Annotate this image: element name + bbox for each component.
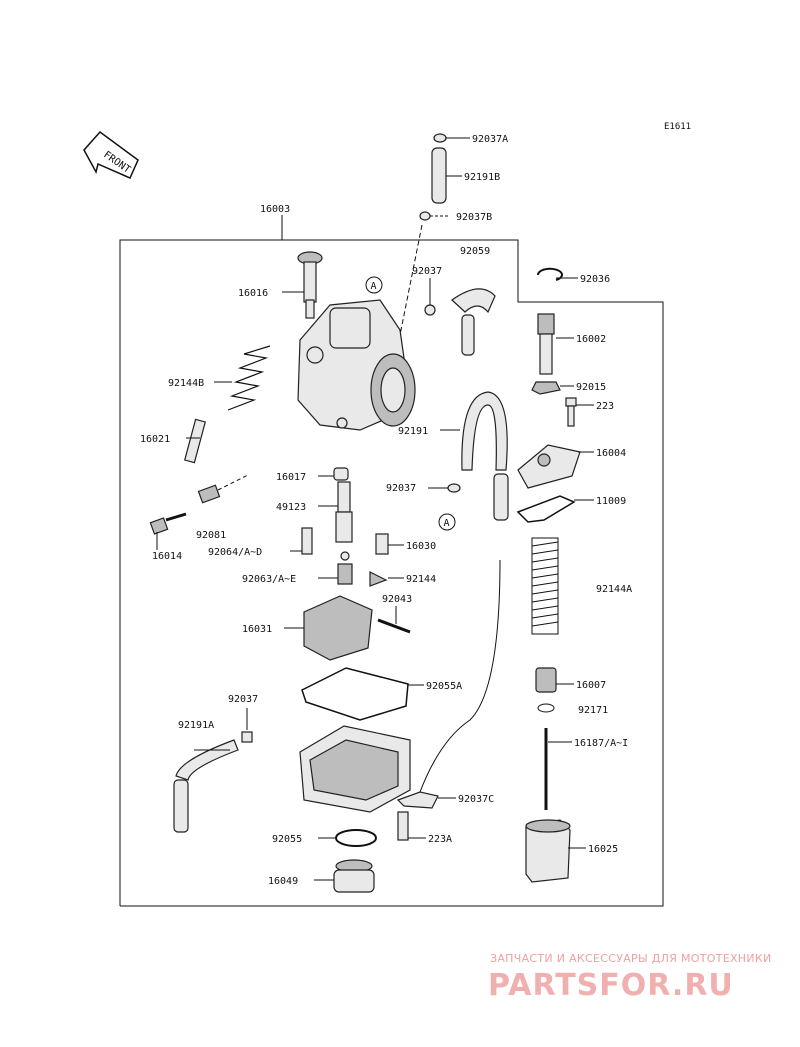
label-16004: 16004 <box>596 448 626 459</box>
label-16017: 16017 <box>276 472 306 483</box>
label-16030: 16030 <box>406 541 436 552</box>
carburetor-body <box>297 299 416 431</box>
label-16025: 16025 <box>588 844 618 855</box>
label-92063: 92063/A~E <box>242 574 296 585</box>
label-92037-mid: 92037 <box>386 483 416 494</box>
watermark: ЗАПЧАСТИ И АКСЕССУАРЫ ДЛЯ МОТОТЕХНИКИ PA… <box>488 952 772 1003</box>
svg-text:A: A <box>444 518 450 529</box>
pin-92043 <box>377 606 411 634</box>
hose-92191 <box>440 391 509 521</box>
cap-92037-top <box>424 278 436 316</box>
screw-223 <box>565 397 594 427</box>
label-92144b: 92144B <box>168 378 204 389</box>
label-92037-top: 92037 <box>412 266 442 277</box>
screw-16021 <box>184 418 206 464</box>
assembly-bracket <box>119 215 664 907</box>
spring-92144a <box>531 537 559 635</box>
label-92037b: 92037B <box>456 212 492 223</box>
label-49123: 49123 <box>276 502 306 513</box>
label-16002: 16002 <box>576 334 606 345</box>
label-92081: 92081 <box>196 530 226 541</box>
label-16007: 16007 <box>576 680 606 691</box>
label-92015: 92015 <box>576 382 606 393</box>
label-92043: 92043 <box>382 594 412 605</box>
spring-92144b <box>214 345 271 411</box>
clip-92144 <box>369 571 404 587</box>
callout-a-top: A <box>365 276 383 294</box>
label-92191a: 92191A <box>178 720 214 731</box>
screw-223a <box>397 811 426 841</box>
cover-16004 <box>517 444 594 489</box>
label-16187: 16187/A~I <box>574 738 628 749</box>
gasket-11009 <box>516 495 594 523</box>
watermark-brand: PARTSFOR.RU <box>488 968 734 1003</box>
callout-a-lower: A <box>438 513 456 531</box>
gasket-92055a <box>301 667 424 721</box>
cap-92037-mid <box>428 483 461 493</box>
label-16021: 16021 <box>140 434 170 445</box>
label-16003: 16003 <box>260 204 290 215</box>
clip-92036 <box>537 267 578 281</box>
label-16016: 16016 <box>238 288 268 299</box>
label-223: 223 <box>596 401 614 412</box>
label-11009: 11009 <box>596 496 626 507</box>
label-92064: 92064/A~D <box>208 547 262 558</box>
label-92191: 92191 <box>398 426 428 437</box>
label-92055: 92055 <box>272 834 302 845</box>
label-92144a: 92144A <box>596 584 632 595</box>
bracket-92037c <box>396 559 501 809</box>
spring-92081 <box>197 474 249 504</box>
part-49123 <box>318 481 353 543</box>
label-16014: 16014 <box>152 551 182 562</box>
label-92144: 92144 <box>406 574 436 585</box>
label-92037a: 92037A <box>472 134 508 145</box>
label-92036: 92036 <box>580 274 610 285</box>
label-16049: 16049 <box>268 876 298 887</box>
svg-text:A: A <box>371 281 377 292</box>
label-92055a: 92055A <box>426 681 462 692</box>
drain-plug-16049 <box>314 859 375 893</box>
front-arrow-badge: FRONT <box>83 130 139 179</box>
cap-92037b <box>419 211 450 221</box>
oring-92055 <box>318 829 377 847</box>
label-92171: 92171 <box>578 705 608 716</box>
screw-16014 <box>149 512 187 550</box>
clip-92171 <box>537 703 555 713</box>
part-16030 <box>375 533 404 555</box>
slide-16025 <box>525 819 586 883</box>
label-92059: 92059 <box>460 246 490 257</box>
part-labels: 92037A 92191B 92037B 16003 92059 92037 9… <box>140 134 632 887</box>
label-92037-low: 92037 <box>228 694 258 705</box>
diagram-code: E1611 <box>664 122 691 132</box>
label-92191b: 92191B <box>464 172 500 183</box>
part-16007 <box>535 667 574 693</box>
needle-16187 <box>544 728 572 810</box>
starter-plunger-16016 <box>282 251 323 319</box>
hose-92059 <box>451 288 496 356</box>
float-16031 <box>284 595 373 661</box>
nut-92015 <box>531 381 574 395</box>
watermark-tagline: ЗАПЧАСТИ И АКСЕССУАРЫ ДЛЯ МОТОТЕХНИКИ <box>490 952 772 965</box>
hose-92191b <box>431 147 462 204</box>
float-bowl <box>299 725 411 813</box>
cap-92037-low <box>241 708 253 743</box>
part-16017 <box>318 467 349 481</box>
cap-92037a <box>433 133 470 143</box>
label-223a: 223A <box>428 834 452 845</box>
hose-92191a <box>173 739 239 833</box>
label-16031: 16031 <box>242 624 272 635</box>
jet-92064 <box>290 527 313 555</box>
label-92037c: 92037C <box>458 794 494 805</box>
cap-screw-16002 <box>537 313 574 375</box>
jet-92063 <box>318 551 353 585</box>
